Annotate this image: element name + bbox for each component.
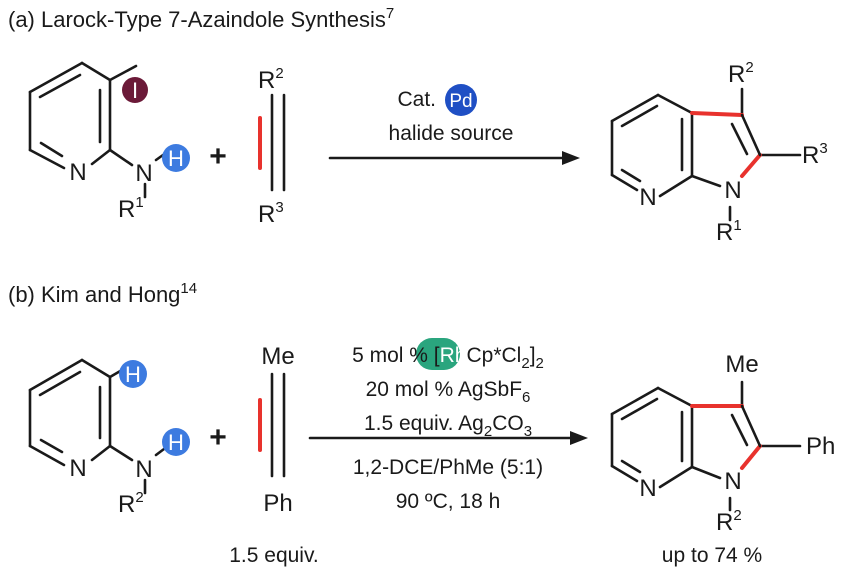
halide-source-label: halide source [389,122,514,145]
conditions-line-5: 90 ºC, 18 h [396,490,501,513]
conditions-line-1: 5 mol % [RhCp*Cl2]2 [352,344,544,372]
product-a-r3: R3 [802,140,828,169]
product-b-pyridine-n: N [639,475,656,502]
alkyne-me-label: Me [261,343,294,370]
pd-circle [445,84,477,116]
iodine-atom-circle [122,77,148,103]
hydrogen-nh-circle [162,428,190,456]
conditions-line-2: 20 mol % AgSbF6 [366,378,531,406]
panel-b-title: (b) Kim and Hong14 [8,280,197,307]
iodine-label: I [132,78,138,103]
panel-a-title: (a) Larock-Type 7-Azaindole Synthesis7 [8,5,394,32]
alkyne-r3-label: R3 [258,199,284,228]
alkyne-a [258,93,286,192]
amine-n-label: N [135,160,152,187]
product-a-r2: R2 [728,59,754,88]
hydrogen-label: H [168,146,184,171]
hydrogen-nh-label: H [168,430,184,455]
product-a-r1: R1 [716,217,742,246]
hydrogen-c3-label: H [125,362,141,387]
r2-b-label: R2 [118,489,144,518]
product-b-r2: R2 [716,507,742,536]
pyridine-n-label: N [69,159,86,186]
alkyne-r2-label: R2 [258,65,284,94]
r1-label: R1 [118,194,144,223]
plus-sign-a: + [209,140,227,173]
amine-b-n-label: N [135,456,152,483]
product-a-pyrrole-n: N [724,177,741,204]
product-b-me: Me [725,351,758,378]
product-a-pyridine-n: N [639,184,656,211]
product-b-azaindole [610,380,802,512]
product-b-ph: Ph [806,433,835,460]
pd-label: Pd [449,91,472,112]
hydrogen-atom-circle [162,144,190,172]
arrowhead-b [570,431,588,445]
product-b-pyrrole-n: N [724,468,741,495]
rh-highlight [416,338,460,370]
product-a-azaindole [610,87,802,222]
alkyne-ph-label: Ph [263,490,292,517]
pyridine-b-n-label: N [69,455,86,482]
conditions-line-3: 1.5 equiv. Ag2CO3 [364,412,532,440]
reactant-b-pyridine [28,358,166,495]
reactant-a-pyridine [28,61,172,199]
plus-sign-b: + [209,421,227,454]
conditions-line-4: 1,2-DCE/PhMe (5:1) [353,456,543,479]
alkyne-equiv-label: 1.5 equiv. [229,544,319,567]
catalyst-label: Cat. [397,88,436,111]
arrowhead-a [562,151,580,165]
hydrogen-c3-circle [119,360,147,388]
yield-label: up to 74 % [662,544,762,567]
alkyne-b [258,372,286,478]
